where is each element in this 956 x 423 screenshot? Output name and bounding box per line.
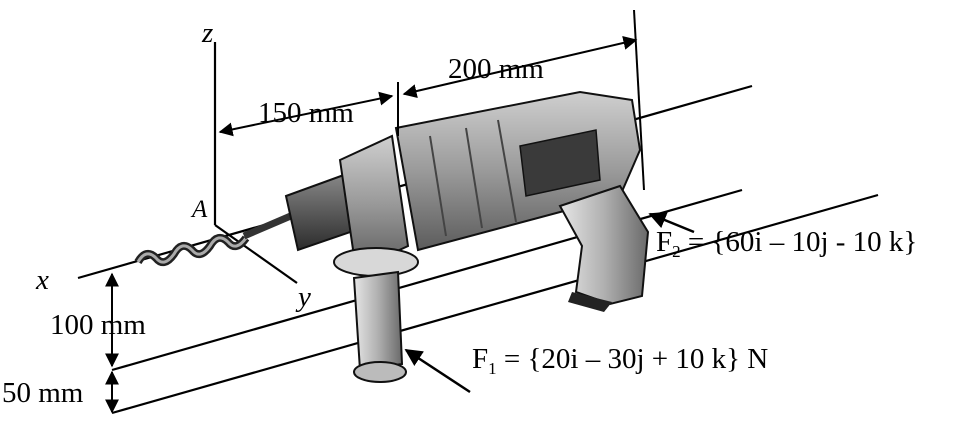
pistol-grip xyxy=(558,184,650,306)
dim-100-label: 100 mm xyxy=(50,309,146,341)
x-axis-label: x xyxy=(35,264,49,296)
y-axis-label: y xyxy=(295,281,311,313)
dim-200-extension xyxy=(633,9,645,191)
force-arrows xyxy=(404,211,695,394)
dimension-lines xyxy=(105,9,645,414)
origin-label: A xyxy=(190,196,208,223)
dim-200-arrow xyxy=(402,36,638,98)
labels: z A x y 150 mm 200 mm 100 mm 50 mm F1 = … xyxy=(2,17,917,409)
f2-label: F2 = {60i – 10j - 10 k} xyxy=(656,226,917,261)
z-axis-label: z xyxy=(201,17,213,49)
drill-body xyxy=(284,90,650,383)
dim-200-label: 200 mm xyxy=(448,53,544,85)
reference-line-bottom xyxy=(111,193,879,415)
dim-150-arrow xyxy=(218,91,394,137)
f2-arrow xyxy=(648,211,695,234)
dim-150-label: 150 mm xyxy=(258,97,354,129)
f1-arrow xyxy=(404,348,471,394)
dim-50-label: 50 mm xyxy=(2,377,84,409)
y-axis-line xyxy=(214,224,298,284)
side-handle xyxy=(352,270,404,372)
f1-label: F1 = {20i – 30j + 10 k} N xyxy=(472,343,768,378)
drill-collar xyxy=(338,134,410,272)
